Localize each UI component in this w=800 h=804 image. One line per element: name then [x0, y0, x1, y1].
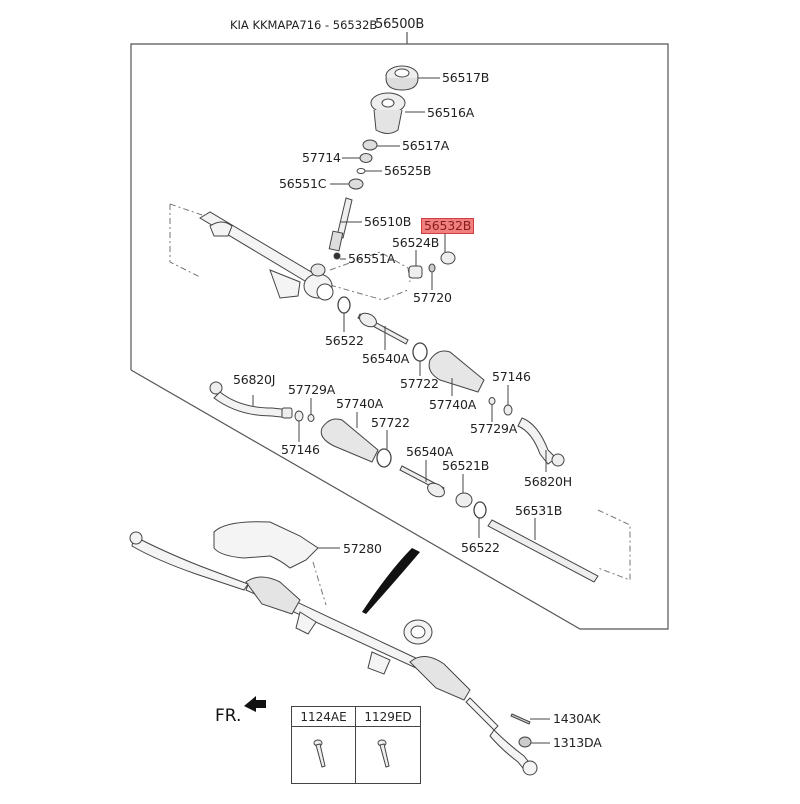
part-56510B-drawing — [328, 197, 353, 260]
direction-wedge-icon — [362, 548, 420, 614]
part-label-57146-left[interactable]: 57146 — [281, 442, 320, 457]
part-57714-drawing — [359, 153, 373, 163]
rod-dash-outline — [597, 509, 631, 581]
part-57729A-right-drawing — [488, 397, 496, 405]
part-label-57146-right[interactable]: 57146 — [492, 369, 531, 384]
part-57720-drawing — [428, 263, 436, 273]
part-label-57714[interactable]: 57714 — [302, 150, 341, 165]
fastener-cell-1124AE — [292, 727, 356, 783]
part-label-56522-bottom[interactable]: 56522 — [461, 540, 500, 555]
part-57146-right-drawing — [503, 404, 513, 416]
part-56517B-drawing — [385, 65, 419, 91]
part-57146-left-drawing — [294, 410, 304, 422]
part-label-57722-top[interactable]: 57722 — [400, 376, 439, 391]
part-label-56540A-bottom[interactable]: 56540A — [406, 444, 454, 459]
part-label-56517A[interactable]: 56517A — [402, 138, 450, 153]
part-label-57720[interactable]: 57720 — [413, 290, 452, 305]
fastener-header-1124AE[interactable]: 1124AE — [292, 707, 356, 727]
fastener-table: 1124AE 1129ED — [291, 706, 421, 784]
part-label-56517B[interactable]: 56517B — [442, 70, 490, 85]
front-indicator-label: FR. — [215, 706, 242, 726]
front-arrow-icon — [244, 696, 266, 712]
rack-dash-outline — [169, 204, 201, 278]
part-56521B-drawing — [455, 492, 473, 508]
part-57740A-left-drawing — [320, 418, 379, 463]
part-label-57740A-left[interactable]: 57740A — [336, 396, 384, 411]
part-label-57280[interactable]: 57280 — [343, 541, 382, 556]
part-56517A-drawing — [362, 139, 378, 151]
part-label-56551C[interactable]: 56551C — [279, 176, 327, 191]
part-57722-left-drawing — [376, 448, 392, 468]
fastener-cell-1129ED — [356, 727, 420, 783]
diagram-title: KIA KKMAPA716 - 56532B — [230, 18, 378, 32]
rack-housing-drawing — [199, 211, 334, 301]
part-label-56532B-highlighted[interactable]: 56532B — [421, 218, 475, 234]
part-1430AK-drawing — [510, 713, 531, 725]
part-56522-top-drawing — [337, 296, 351, 314]
part-label-57740A-top[interactable]: 57740A — [429, 397, 477, 412]
part-56820H-drawing — [517, 417, 565, 467]
part-56551C-drawing — [348, 178, 364, 190]
part-label-56521B[interactable]: 56521B — [442, 458, 490, 473]
part-56531B-drawing — [487, 519, 599, 583]
part-label-56551A[interactable]: 56551A — [348, 251, 396, 266]
part-56516A-drawing — [370, 92, 406, 134]
part-label-57729A-right[interactable]: 57729A — [470, 421, 518, 436]
part-label-56522-top[interactable]: 56522 — [325, 333, 364, 348]
part-label-1313DA[interactable]: 1313DA — [553, 735, 602, 750]
part-label-57722-left[interactable]: 57722 — [371, 415, 410, 430]
part-56522-bottom-drawing — [473, 501, 487, 519]
fastener-header-1129ED[interactable]: 1129ED — [356, 707, 420, 727]
assembly-number-label[interactable]: 56500B — [375, 17, 425, 32]
part-57280-drawing — [213, 521, 319, 569]
part-56525B-drawing — [356, 168, 366, 174]
part-label-56531B[interactable]: 56531B — [515, 503, 563, 518]
part-1313DA-drawing — [518, 736, 532, 748]
part-label-56524B[interactable]: 56524B — [392, 235, 440, 250]
bolt-icon — [377, 739, 390, 768]
part-label-56516A[interactable]: 56516A — [427, 105, 475, 120]
assembly-outline — [130, 43, 669, 630]
part-56524B-drawing — [408, 265, 423, 279]
part-57740A-top-drawing — [428, 350, 485, 393]
part-label-56540A-top[interactable]: 56540A — [362, 351, 410, 366]
part-label-1430AK[interactable]: 1430AK — [553, 711, 601, 726]
part-label-56820J[interactable]: 56820J — [233, 372, 276, 387]
bolt-icon — [313, 739, 326, 768]
part-56820J-drawing — [209, 381, 293, 419]
part-56532B-drawing — [440, 251, 456, 265]
part-label-56525B[interactable]: 56525B — [384, 163, 432, 178]
part-label-57729A-left[interactable]: 57729A — [288, 382, 336, 397]
part-57722-top-drawing — [412, 342, 428, 362]
part-57729A-left-drawing — [307, 414, 315, 422]
part-label-56510B[interactable]: 56510B — [364, 214, 412, 229]
part-label-56820H[interactable]: 56820H — [524, 474, 572, 489]
